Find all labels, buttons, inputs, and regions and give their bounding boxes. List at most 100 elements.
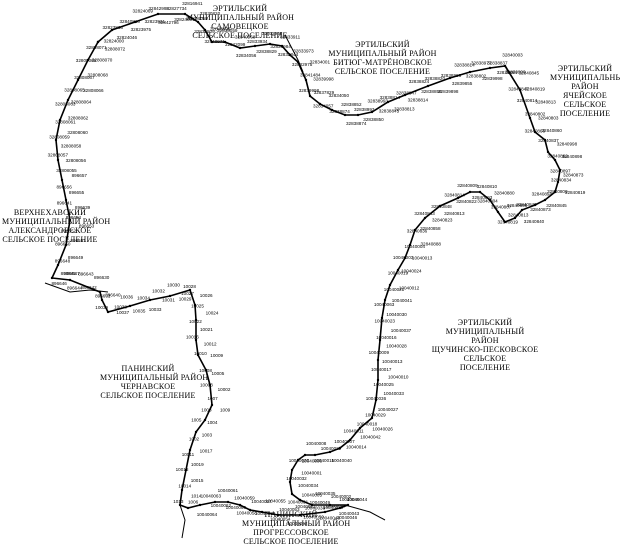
boundary-vertex: [378, 338, 382, 342]
boundary-point-label: 32840819: [525, 87, 546, 92]
boundary-point-label: 32838856: [421, 89, 442, 94]
boundary-point-label: 32808069: [76, 58, 97, 63]
boundary-point-label: 32808059: [187, 16, 208, 21]
boundary-point-label: 10012: [204, 342, 217, 347]
boundary-vertex: [178, 503, 182, 507]
boundary-point-label: 10040002: [331, 494, 352, 499]
boundary-point-label: 32840840: [516, 202, 537, 207]
boundary-vertex: [168, 294, 172, 298]
boundary-vertex: [76, 78, 80, 82]
boundary-point-label: 32840892: [547, 153, 568, 158]
boundary-point-label: 32838845: [379, 109, 400, 114]
boundary-point-label: 896657: [72, 173, 88, 178]
boundary-point-label: 10040038: [305, 506, 326, 511]
boundary-vertex: [238, 503, 242, 507]
boundary-vertex: [503, 64, 507, 68]
boundary-point-label: 10040046: [337, 515, 358, 520]
boundary-vertex: [290, 468, 294, 472]
boundary-point-label: 32808064: [71, 100, 92, 105]
boundary-point-label: 1003: [202, 433, 213, 438]
boundary-vertex: [210, 403, 214, 407]
boundary-point-label: 32840819: [498, 219, 519, 224]
boundary-point-label: 32840898: [507, 203, 528, 208]
boundary-point-label: 32840814: [517, 98, 538, 103]
boundary-point-label: 1004: [207, 420, 218, 425]
boundary-vertex: [60, 178, 64, 182]
boundary-vertex: [86, 58, 90, 62]
boundary-vertex: [408, 243, 412, 247]
boundary-south-east: [344, 504, 386, 521]
boundary-point-label: 32808070: [92, 57, 113, 62]
boundary-point-label: 10040006: [302, 458, 323, 463]
boundary-point-label: 10040013: [412, 256, 433, 261]
boundary-point-label: 10040044: [347, 497, 368, 502]
boundary-vertex: [328, 503, 332, 507]
boundary-vertex: [68, 278, 72, 282]
boundary-point-label: 32840819: [565, 190, 586, 195]
boundary-vertex: [553, 190, 557, 194]
boundary-point-label: 10040048: [320, 516, 341, 521]
boundary-point-label: 10008: [199, 368, 212, 373]
boundary-point-label: 32840836: [407, 228, 428, 233]
boundary-vertex: [96, 40, 100, 44]
boundary-point-label: 32839998: [299, 88, 320, 93]
boundary-point-label: 10035: [133, 309, 146, 314]
boundary-vertex: [260, 510, 264, 514]
boundary-vertex: [330, 108, 334, 112]
boundary-point-label: 32840809: [457, 183, 478, 188]
boundary-point-label: 32832998: [262, 31, 283, 36]
boundary-vertex: [188, 288, 192, 292]
boundary-point-label: 10040021: [384, 287, 405, 292]
boundary-point-label: 32840803: [538, 116, 559, 121]
region-shchuchinsko-peskovskoe: ЭРТИЛЬСКИЙ МУНИЦИПАЛЬНЫЙ РАЙОН ЩУЧИНСКО-…: [431, 318, 539, 372]
boundary-point-label: 1008: [201, 407, 212, 412]
boundary-point-label: 10040028: [386, 344, 407, 349]
boundary-point-label: 10040063: [201, 494, 222, 499]
boundary-point-label: 10040019: [388, 271, 409, 276]
boundary-point-label: 10034: [137, 296, 150, 301]
boundary-point-label: 32839999: [505, 70, 526, 75]
boundary-point-label: 32838874: [346, 121, 367, 126]
boundary-point-label: 32838993: [441, 73, 462, 78]
boundary-south-panino: [179, 504, 186, 539]
boundary-point-label: 896631: [95, 294, 111, 299]
boundary-vertex: [423, 216, 427, 220]
boundary-point-label: 10040013: [382, 359, 403, 364]
boundary-vertex: [183, 12, 187, 16]
boundary-point-label: 32840813: [535, 100, 556, 105]
region-samovetskoe: ЭРТИЛЬСКИЙ МУНИЦИПАЛЬНЫЙ РАЙОН САМОВЕЦКО…: [185, 4, 295, 40]
boundary-point-label: 10040034: [298, 483, 319, 488]
boundary-point-label: 896647: [64, 271, 80, 276]
boundary-point-label: 896654: [66, 215, 82, 220]
boundary-vertex: [380, 316, 384, 320]
boundary-point-label: 10040008: [306, 441, 327, 446]
boundary-vertex: [248, 508, 252, 512]
boundary-point-label: 32824069: [133, 8, 154, 13]
boundary-vertex: [346, 503, 350, 507]
boundary-vertex: [193, 303, 197, 307]
boundary-point-label: 10026: [200, 293, 213, 298]
boundary-point-label: 10040001: [301, 470, 322, 475]
boundary-point-label: 10040003: [393, 255, 414, 260]
boundary-point-label: 32823931: [145, 19, 166, 24]
boundary-vertex: [318, 102, 322, 106]
boundary-point-label: 10040055: [265, 499, 286, 504]
boundary-vertex: [208, 383, 212, 387]
boundary-point-label: 32830820: [200, 11, 221, 16]
boundary-point-label: 10040031: [288, 499, 309, 504]
boundary-point-label: 10040007: [334, 439, 355, 444]
boundary-point-label: 32840868: [525, 129, 546, 134]
boundary-point-label: 10015: [191, 478, 204, 483]
boundary-point-label: 32840894: [532, 192, 553, 197]
boundary-point-label: 10040017: [371, 367, 392, 372]
boundary-vertex: [133, 20, 137, 24]
boundary-vertex: [203, 418, 207, 422]
boundary-vertex: [54, 138, 58, 142]
boundary-vertex: [376, 378, 380, 382]
boundary-point-label: 1007: [208, 396, 219, 401]
boundary-point-label: 1013: [173, 499, 184, 504]
boundary-vertex: [358, 426, 362, 430]
boundary-vertex: [396, 268, 400, 272]
boundary-point-label: 32840843: [414, 211, 435, 216]
